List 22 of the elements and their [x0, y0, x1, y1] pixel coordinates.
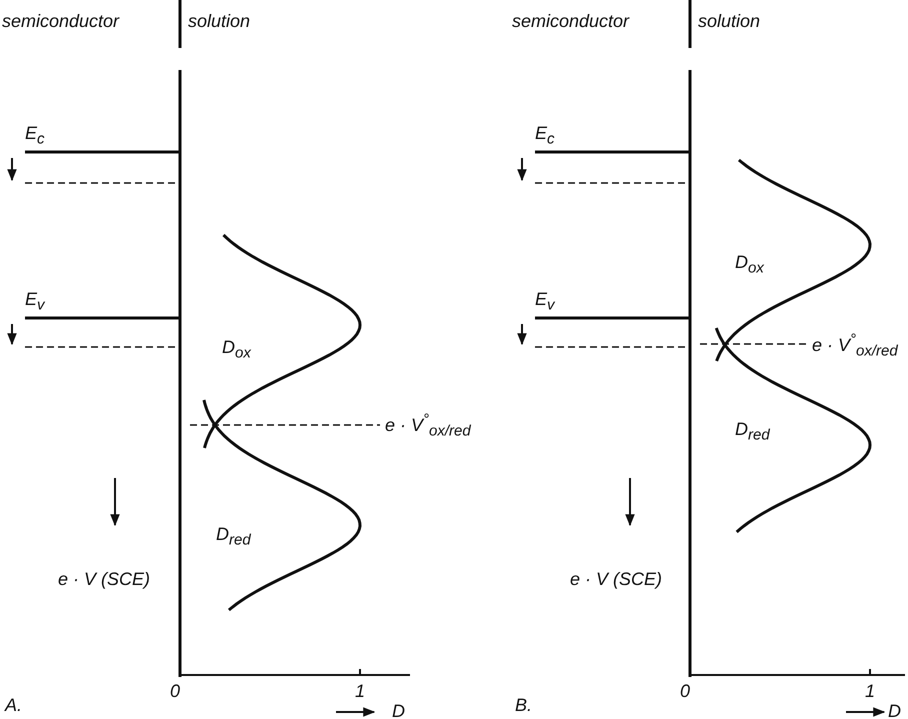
- tick-label: 1: [355, 682, 366, 702]
- axis-label: D: [888, 702, 901, 719]
- curve-label: D$_{ox}$: [735, 252, 764, 278]
- side-label: semiconductor: [512, 12, 630, 32]
- panel-label: A.: [5, 696, 22, 716]
- tick-label: 1: [865, 682, 876, 702]
- tick-label: 0: [680, 682, 690, 702]
- curve-label: D$_{red}$: [735, 420, 770, 444]
- side-label: solution: [188, 12, 250, 32]
- side-label: solution: [698, 12, 760, 32]
- axis-label: D: [392, 702, 405, 719]
- curve-label: D$_{ox}$: [222, 338, 251, 362]
- energy-level-label: E$_{c}$: [535, 124, 555, 148]
- side-label: semiconductor: [2, 12, 120, 32]
- energy-level-label: E$_{v}$: [25, 290, 45, 314]
- energy-level-label: E$_{v}$: [535, 290, 555, 314]
- tick-label: 0: [170, 682, 180, 702]
- axis-label: e · V (SCE): [58, 570, 150, 590]
- energy-level-label: E$_{c}$: [25, 124, 45, 148]
- curve-label: D$_{red}$: [216, 524, 251, 550]
- panel-label: B.: [515, 696, 532, 716]
- axis-label: e · V (SCE): [570, 570, 662, 590]
